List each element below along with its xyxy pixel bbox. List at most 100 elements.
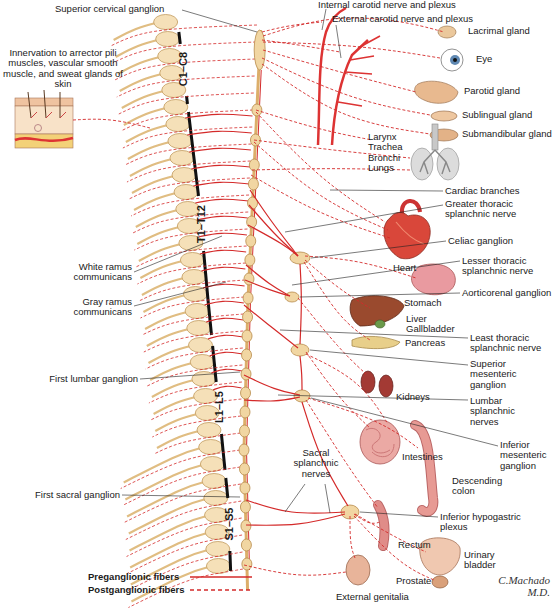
intestinal-loops	[366, 428, 394, 456]
chain-ganglion	[240, 425, 250, 437]
vertebral-column	[154, 15, 231, 574]
gray-ramus-fiber	[121, 110, 253, 131]
leader-line	[311, 241, 446, 258]
preganglionic-fiber	[246, 500, 345, 513]
postganglionic-fiber	[305, 260, 370, 308]
gray-ramus-fiber	[125, 144, 252, 165]
heart	[384, 212, 430, 258]
chain-ganglion	[243, 311, 253, 323]
anatomy-label: Descending colon	[452, 476, 510, 497]
epidermis	[15, 98, 73, 106]
vertebra	[170, 151, 194, 166]
anatomy-label: Lesser thoracic splanchnic nerve	[462, 256, 552, 277]
postganglionic-fiber	[244, 565, 346, 575]
spinal-nerve	[132, 175, 178, 193]
pancreas	[352, 336, 400, 348]
legend-text: Postganglionic fibers	[88, 584, 190, 595]
sweat-gland	[35, 125, 42, 132]
lacrimal-gland	[438, 26, 456, 38]
chain-ganglion	[247, 216, 257, 228]
spinal-nerve	[142, 277, 188, 295]
spinal-nerve	[152, 379, 198, 397]
anatomy-label: Sacral splanchnic nerves	[286, 448, 346, 479]
postganglionic-fiber	[262, 40, 340, 52]
spinal-nerve	[114, 22, 160, 40]
anatomy-label: Gray ramus communicans	[52, 297, 132, 318]
preganglionic-fiber	[248, 225, 298, 256]
postganglionic-fiber	[308, 398, 418, 448]
gray-ramus-fiber	[147, 365, 242, 386]
arrector-pili	[31, 112, 66, 118]
white-ramus-fiber	[189, 148, 251, 152]
anatomy-label: Stomach	[404, 298, 454, 308]
gray-ramus-fiber	[121, 450, 240, 489]
postganglionic-fiber	[354, 514, 380, 523]
leader-line	[300, 293, 460, 297]
spinal-nerve	[149, 345, 195, 363]
white-ramus-fiber	[185, 114, 252, 118]
white-ramus-fiber	[206, 318, 243, 322]
white-ramus-fiber	[208, 335, 243, 339]
preganglionic-fiber	[244, 375, 300, 395]
postganglionic-fiber	[251, 175, 390, 238]
leader-line	[311, 398, 498, 446]
iris	[450, 55, 460, 65]
anatomy-label: Urinary bladder	[464, 550, 524, 571]
spinal-nerve	[130, 532, 211, 568]
leader-line	[122, 495, 240, 497]
vertebra	[183, 287, 207, 302]
postganglionic-fiber	[263, 42, 440, 58]
blood-vessel	[15, 138, 73, 141]
parotid-gland	[415, 81, 458, 103]
chain-ganglion	[245, 254, 255, 266]
legend-row: Preganglionic fibers	[88, 570, 254, 583]
chain-ganglion	[248, 178, 258, 190]
line-sample-stroke	[190, 589, 252, 591]
preganglionic-fiber	[246, 265, 290, 296]
gray-ramus-fiber	[152, 416, 241, 437]
sympathetic-trunk	[239, 30, 265, 590]
vertebra	[202, 474, 226, 489]
anatomy-label: Parotid gland	[464, 86, 554, 96]
spinal-nerve	[134, 192, 180, 210]
preganglionic-fiber	[300, 264, 301, 344]
leader-line	[134, 282, 226, 306]
spinal-nerve	[128, 141, 174, 159]
postganglionic-fiber	[306, 352, 370, 428]
gray-ramus-fiber	[154, 433, 241, 454]
aortic-arch	[402, 201, 420, 214]
line-sample	[190, 586, 254, 594]
spinal-nerve	[125, 464, 206, 500]
descending-colon-outline	[415, 425, 433, 512]
spinal-nerve	[154, 396, 200, 414]
vertebra	[180, 253, 204, 268]
hair	[28, 90, 60, 118]
descending-colon	[415, 425, 433, 512]
chain-ganglion	[249, 159, 259, 171]
anatomy-label: First lumbar ganglion	[28, 374, 138, 384]
white-ramus-fiber	[193, 182, 249, 186]
line-sample-stroke	[190, 576, 252, 578]
postganglionic-fiber	[263, 50, 416, 92]
segment-bracket	[213, 346, 217, 382]
spinal-nerve	[122, 90, 168, 108]
segment-label: L1–L5	[213, 367, 225, 447]
postganglionic-fiber	[254, 142, 388, 230]
chain-ganglion	[242, 330, 252, 342]
preganglionic-fiber	[244, 305, 298, 348]
vertebra	[200, 457, 224, 472]
vertebra	[182, 270, 206, 285]
vertebra	[154, 15, 178, 30]
segment-label: T1–T12	[195, 184, 207, 264]
segment-label: S1–S5	[223, 484, 235, 564]
lung	[411, 148, 433, 180]
eye	[441, 49, 463, 71]
internal-carotid-artery	[318, 8, 346, 145]
chain-ganglion	[239, 444, 249, 456]
white-ramus-fiber	[200, 250, 246, 254]
anatomy-label: External carotid nerve and plexus	[332, 14, 502, 24]
spinal-nerve	[137, 226, 183, 244]
spinal-nerve	[139, 243, 185, 261]
anatomy-label: Intestines	[402, 452, 462, 462]
spinal-nerve	[126, 124, 172, 142]
